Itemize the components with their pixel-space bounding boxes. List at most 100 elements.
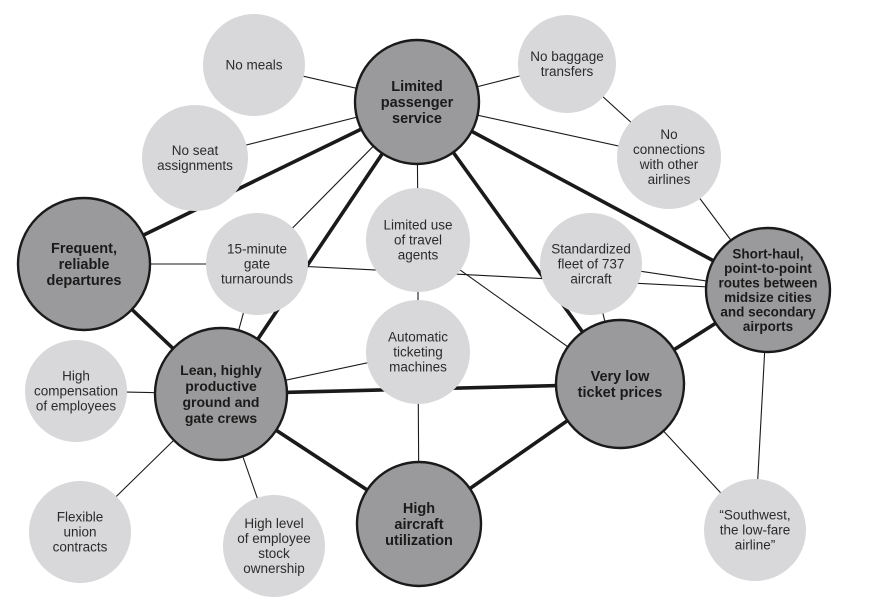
node-circle (366, 188, 470, 292)
node-label-line: 15-minute (227, 242, 287, 257)
edge-limited-passenger-service-to-short-haul-routes (415, 100, 770, 292)
node-label-line: service (392, 111, 442, 127)
node-label-line: contracts (53, 540, 108, 555)
node-label-line: with other (639, 157, 699, 172)
node-label-line: the low-fare (720, 523, 791, 538)
node-label-line: aircraft (570, 272, 612, 287)
node-circle (29, 481, 131, 583)
node-label-line: Automatic (388, 330, 448, 345)
node-label-line: High (62, 369, 90, 384)
node-label-line: assignments (157, 158, 233, 173)
node-circle (355, 460, 483, 588)
node-label-line: gate crews (185, 410, 258, 426)
node-label-line: fleet of 737 (558, 257, 625, 272)
node-label-line: Very low (591, 369, 651, 385)
node-label-line: routes between (718, 275, 817, 290)
node-label-line: stock (258, 546, 290, 561)
node-label-line: of travel (394, 233, 442, 248)
node-label-line: of employee (237, 531, 311, 546)
node-label-line: and secondary (720, 304, 816, 319)
node-label-line: High level (244, 516, 303, 531)
node-label-line: of employees (36, 399, 117, 414)
node-label-line: High (403, 501, 435, 517)
node-circle (16, 196, 152, 332)
node-circle (153, 326, 289, 462)
node-label-line: machines (389, 360, 447, 375)
node-label-line: passenger (381, 95, 454, 111)
node-label-line: utilization (385, 533, 453, 549)
node-label-line: Flexible (57, 510, 104, 525)
node-circle (203, 14, 305, 116)
node-circle (366, 300, 470, 404)
node-label-line: No meals (225, 58, 282, 73)
node-label-line: airlines (648, 172, 691, 187)
node-circle (704, 479, 806, 581)
node-label-line: airline” (735, 538, 776, 553)
node-label-line: reliable (59, 257, 110, 273)
node-label-line: ownership (243, 561, 305, 576)
node-label-line: Lean, highly (180, 362, 262, 378)
node-label-line: No baggage (530, 49, 604, 64)
node-label-line: point-to-point (724, 261, 812, 276)
node-label-line: midsize cities (724, 290, 812, 305)
node-label-line: Limited use (383, 218, 452, 233)
node-label-line: Limited (391, 79, 443, 95)
node-circle (518, 15, 616, 113)
edge-gate-turnarounds-to-short-haul-routes (256, 263, 769, 291)
node-label-line: transfers (541, 64, 594, 79)
node-label-line: “Southwest, (719, 508, 790, 523)
node-circle (142, 105, 248, 211)
node-label-line: agents (398, 248, 439, 263)
node-circle (617, 105, 721, 209)
node-label-line: ground and (183, 394, 260, 410)
node-label-line: No seat (172, 143, 219, 158)
node-circle (353, 38, 481, 166)
node-circle (554, 318, 686, 450)
node-label-line: No (660, 127, 677, 142)
node-circle (704, 226, 832, 354)
node-label-line: Frequent, (51, 241, 117, 257)
node-circle (25, 340, 127, 442)
node-label-line: departures (47, 273, 122, 289)
node-label-line: aircraft (394, 517, 443, 533)
node-label-line: ticket prices (578, 385, 663, 401)
node-label-line: Standardized (551, 242, 631, 257)
node-label-line: compensation (34, 384, 118, 399)
node-label-line: airports (743, 319, 793, 334)
node-label-line: union (63, 525, 96, 540)
node-label-line: gate (244, 257, 270, 272)
